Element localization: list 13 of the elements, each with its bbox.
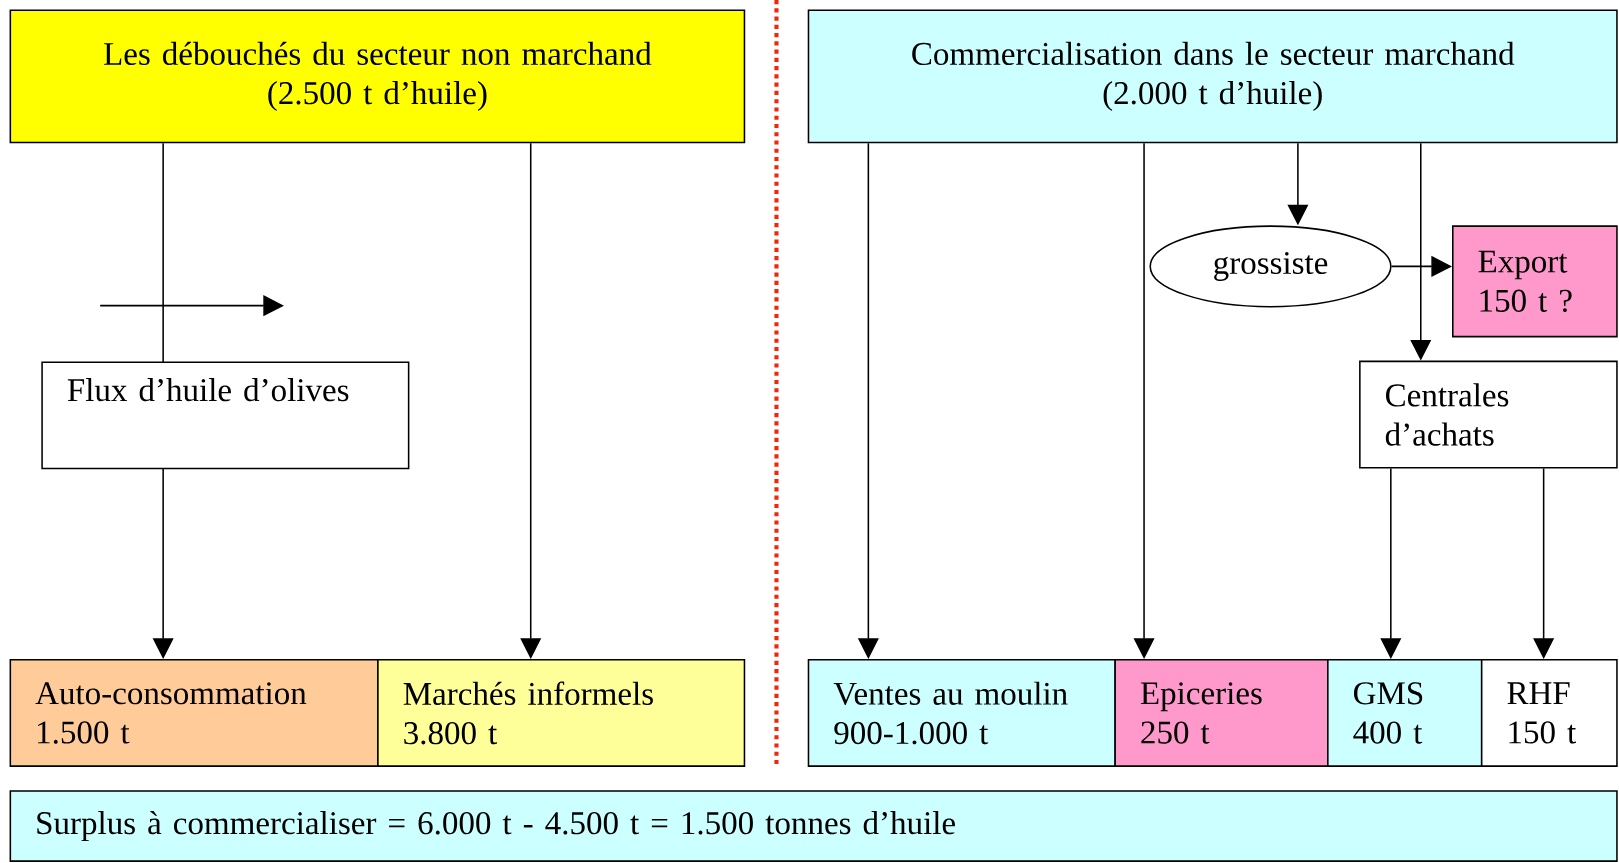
legend-box: Flux d’huile d’olives [41,361,410,470]
outlet-box: GMS 400 t [1327,658,1483,767]
outlet-box: Marchés informels 3.800 t [377,658,746,767]
outlet-box: Ventes au moulin 900-1.000 t [807,658,1116,767]
summary-box: Surplus à commercialiser = 6.000 t - 4.500 t = 1.500 tonnes d’huile [9,790,1618,862]
outlet-box: RHF 150 t [1480,658,1618,767]
destination-box: Export 150 t ? [1452,225,1618,338]
header-box: Les débouchés du secteur non marchand (2.500 t d’huile) [9,9,746,144]
arrow [1390,255,1452,277]
process-box: Centrales d’achats [1359,360,1618,469]
outlet-box: Epiceries 250 t [1114,658,1329,767]
header-box: Commercialisation dans le secteur marchand (2.000 t d’huile) [807,9,1618,144]
outlet-box: Auto-consommation 1.500 t [9,658,379,767]
